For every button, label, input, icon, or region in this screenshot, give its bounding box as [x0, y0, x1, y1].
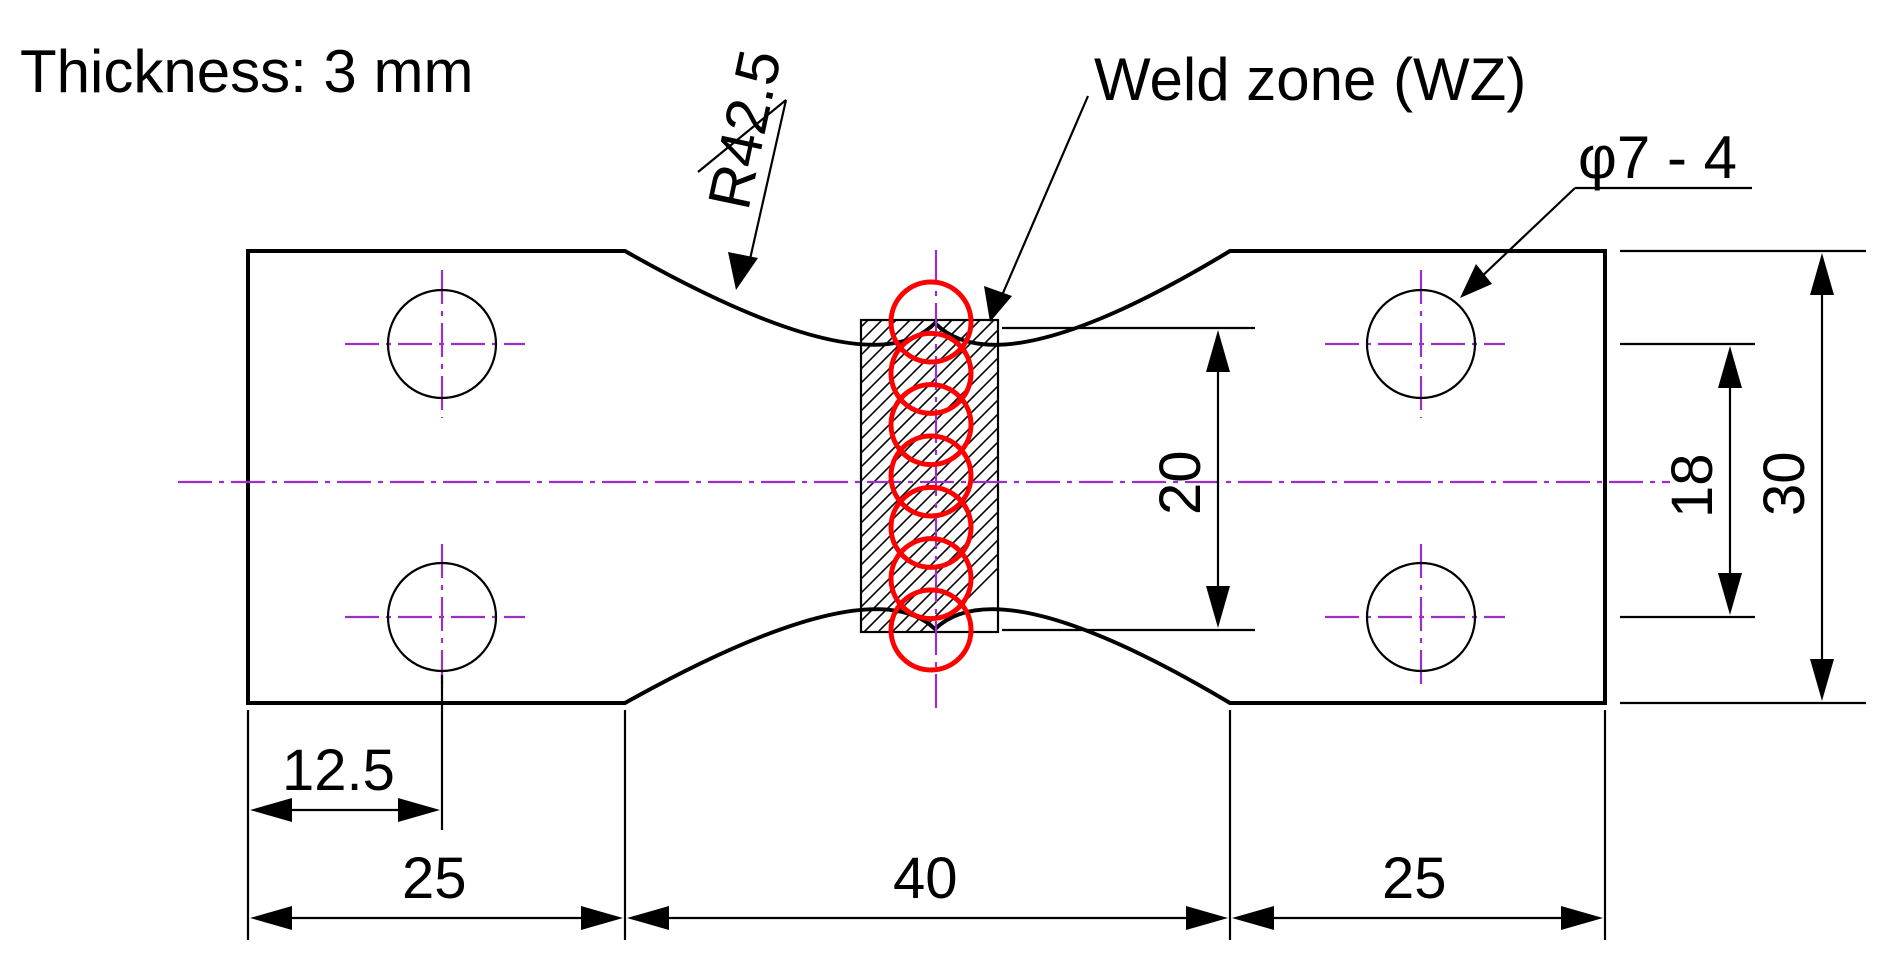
center-lines	[178, 250, 1670, 710]
weld-rings	[888, 279, 974, 673]
hole-bottom-right	[1365, 561, 1477, 673]
dimension-middle: 40	[627, 846, 1228, 930]
hatch-line	[520, 320, 840, 640]
hatch-line	[861, 320, 869, 329]
weld-zone-hatch	[520, 318, 1000, 640]
dimension-neck-width: 20	[1002, 326, 1255, 632]
hatch-line	[861, 482, 998, 623]
weld-zone-label: Weld zone (WZ)	[1094, 46, 1526, 113]
hatch-line	[861, 398, 998, 539]
radius-leader	[697, 99, 788, 290]
weld-ring	[888, 484, 974, 570]
weld-ring	[888, 536, 974, 622]
hole-leader	[1460, 186, 1752, 298]
weld-ring	[888, 330, 974, 416]
dimension-middle-label: 40	[893, 846, 958, 911]
dimension-end-left: 25	[250, 846, 623, 930]
thickness-label: Thickness: 3 mm	[20, 38, 473, 105]
hole-bottom-left	[386, 561, 498, 673]
dimension-hole-offset: 12.5	[250, 738, 440, 822]
hatch-line	[861, 320, 939, 399]
hatch-line	[861, 454, 998, 595]
weld-ring	[888, 433, 974, 519]
hatch-line	[861, 320, 897, 357]
hatch-line	[861, 320, 995, 455]
dimension-total-width: 30	[1620, 249, 1866, 705]
weld-zone-leader	[984, 95, 1090, 322]
hatch-line	[861, 356, 998, 497]
extension-lines-bottom	[246, 675, 1607, 940]
hatch-line	[861, 426, 998, 567]
dimension-neck-width-label: 20	[1148, 450, 1213, 515]
specimen-outline	[246, 249, 1607, 705]
dimension-end-left-label: 25	[402, 846, 467, 911]
hatch-line	[932, 566, 998, 632]
hatch-line	[861, 468, 998, 609]
hatch-line	[861, 320, 953, 413]
weld-ring	[888, 587, 974, 673]
hatch-line	[918, 552, 998, 632]
hatch-line	[861, 384, 998, 525]
hatch-line	[861, 412, 998, 553]
dimension-hole-spacing-label: 18	[1660, 453, 1725, 518]
hatch-line	[876, 510, 998, 632]
hatch-line	[861, 440, 998, 581]
hatch-line	[534, 320, 854, 640]
hatch-line	[861, 320, 883, 343]
hatch-line	[904, 538, 998, 632]
dimension-end-right-label: 25	[1382, 846, 1447, 911]
dimension-end-right: 25	[1232, 846, 1603, 930]
dimension-hole-spacing: 18	[1620, 342, 1755, 619]
hatch-line	[861, 320, 981, 441]
hole-top-right	[1365, 288, 1477, 400]
hole-top-left	[386, 288, 498, 400]
dimension-total-width-label: 30	[1752, 451, 1817, 516]
hatch-line	[862, 496, 998, 632]
weld-ring	[888, 382, 974, 468]
hole-label: φ7 - 4	[1578, 124, 1737, 191]
weld-ring	[888, 279, 974, 365]
hatch-line	[861, 320, 967, 427]
dimension-hole-offset-label: 12.5	[282, 738, 395, 803]
hatch-line	[861, 320, 925, 385]
hatch-line	[890, 524, 998, 632]
hatch-line	[861, 328, 998, 469]
